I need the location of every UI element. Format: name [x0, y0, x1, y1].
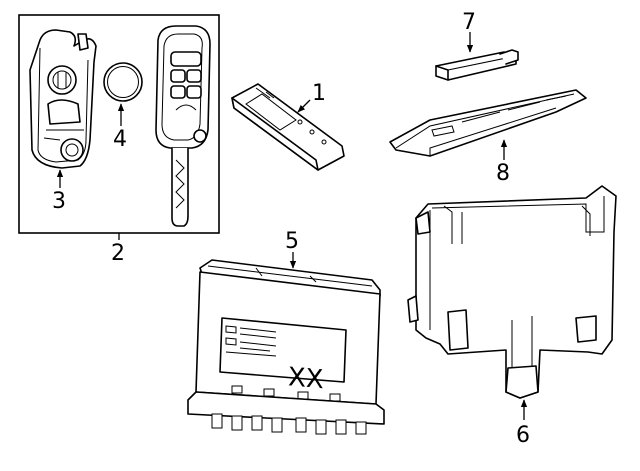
callout-6: 6 — [516, 423, 530, 448]
part-6-bracket: 6 — [407, 185, 617, 448]
callout-1: 1 — [312, 81, 326, 106]
callout-2: 2 — [111, 241, 125, 266]
callout-5: 5 — [285, 229, 299, 254]
leader-1 — [297, 99, 311, 113]
part-5-control-module: XX 5 — [187, 229, 385, 435]
callout-7: 7 — [462, 10, 476, 35]
fob-housing-open — [29, 29, 97, 169]
part-1-remote-module: 1 — [231, 81, 345, 171]
module-label-text: XX — [288, 362, 324, 395]
coin-battery — [103, 62, 143, 102]
part-7-antenna: 7 — [435, 10, 519, 81]
callout-3: 3 — [52, 189, 66, 214]
callout-4: 4 — [113, 127, 127, 152]
callout-8: 8 — [496, 161, 510, 186]
part-8-antenna-bar: 8 — [389, 89, 587, 186]
key-kit-group: 3 4 2 — [18, 14, 220, 266]
flip-key-fob — [155, 25, 211, 227]
